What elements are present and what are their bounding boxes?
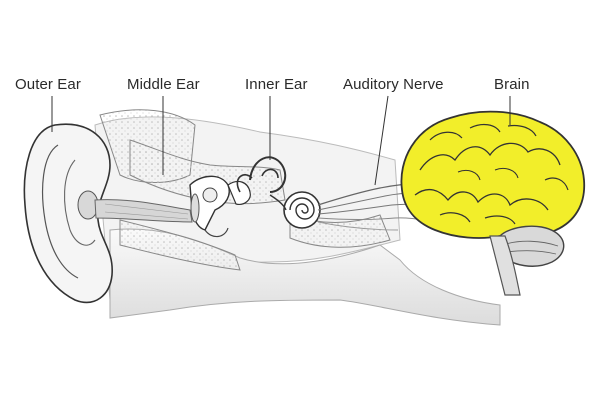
label-middle-ear: Middle Ear (127, 76, 200, 93)
brain (400, 110, 586, 296)
ear-canal (94, 199, 193, 223)
label-leaders (51, 95, 511, 186)
brain-stem (489, 235, 521, 296)
label-outer-ear: Outer Ear (15, 76, 81, 93)
label-auditory-nerve: Auditory Nerve (343, 76, 444, 93)
middle-ear-ossicles (189, 175, 251, 238)
inner-ear-cochlea (236, 156, 321, 229)
leader-auditory-nerve (374, 95, 389, 186)
outer-ear-pinna (23, 123, 113, 304)
brain-cerebrum (400, 110, 586, 239)
label-brain: Brain (494, 76, 530, 93)
label-inner-ear: Inner Ear (245, 76, 308, 93)
